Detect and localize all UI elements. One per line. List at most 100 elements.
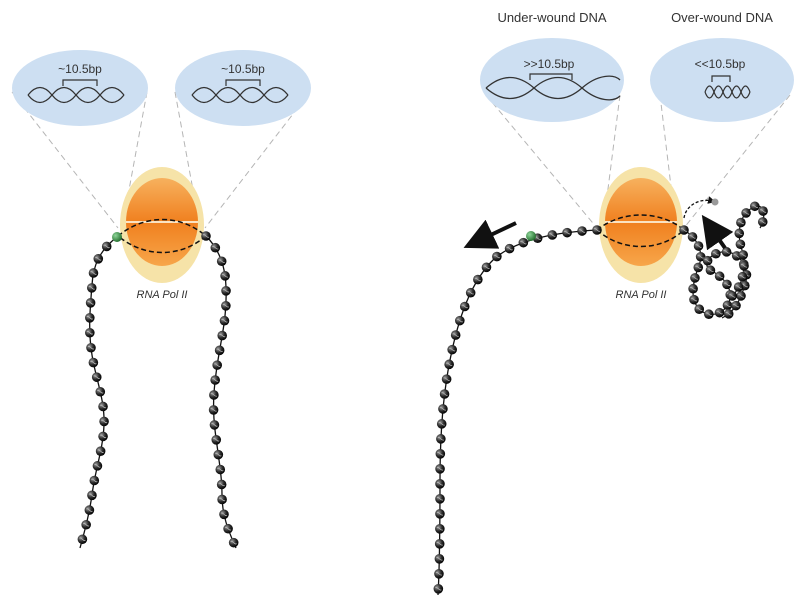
nucleosome-icon (723, 309, 734, 319)
left-rna-pol-ii (120, 167, 204, 283)
nucleosome-icon (592, 225, 602, 235)
overwound-bracket (711, 75, 731, 82)
nucleosome-icon (714, 271, 725, 282)
nucleosome-icon (95, 386, 106, 397)
nucleosome-icon (228, 537, 239, 548)
nucleosome-icon (210, 242, 221, 253)
nucleosome-icon (84, 505, 95, 515)
upstream-arrow (463, 219, 517, 249)
nucleosome-icon (434, 569, 444, 579)
nucleosome-icon (85, 298, 96, 308)
overwound-bubble (650, 38, 794, 122)
overwound-title: Over-wound DNA (671, 10, 773, 25)
nucleosome-icon (731, 300, 741, 311)
nucleosome-icon (85, 327, 95, 338)
nucleosome-icon (435, 449, 446, 459)
nucleosome-icon (101, 241, 112, 252)
nucleosome-icon (735, 239, 746, 250)
left-helix-1 (27, 86, 125, 104)
nucleosome-icon (435, 479, 445, 489)
nucleosome-icon (210, 375, 220, 385)
nucleosome-icon (433, 583, 444, 594)
nucleosome-icon (98, 431, 108, 442)
nucleosome-icon (459, 301, 470, 312)
nucleosome-icon (221, 300, 231, 311)
downstream-arrow (701, 214, 734, 251)
nucleosome-icon (450, 330, 461, 340)
nucleosome-icon (447, 344, 457, 355)
nucleosome-icon (434, 539, 445, 549)
nucleosome-icon (547, 230, 558, 240)
nucleosome-icon (758, 206, 768, 216)
nucleosome-icon (81, 519, 91, 530)
nucleosome-icon (219, 509, 229, 520)
nucleosome-icon (711, 248, 721, 259)
nucleosome-icon (85, 312, 95, 323)
left-nucleosomes (77, 231, 239, 548)
nucleosome-icon (693, 241, 704, 251)
nucleosome-icon (704, 309, 714, 320)
nucleosome-icon (91, 372, 102, 382)
nucleosome-icon (695, 251, 706, 262)
nucleosome-icon (217, 330, 228, 341)
released-nucleosome (711, 198, 719, 206)
right-panel: Under-wound DNA Over-wound DNA >>10.5bp … (433, 10, 794, 596)
nucleosome-icon (88, 268, 99, 278)
underwound-bracket (529, 73, 573, 80)
nucleosome-icon (435, 524, 445, 534)
left-panel: ~10.5bp ~10.5bp RNA Pol II (11, 50, 311, 549)
nucleosome-icon (88, 357, 99, 368)
left-pol-label: RNA Pol II (137, 289, 188, 301)
right-nucleosomes (433, 201, 768, 594)
nucleosome-icon (702, 255, 713, 266)
nucleosome-icon (757, 217, 768, 227)
nucleosome-icon (99, 416, 109, 427)
nucleosome-icon (439, 389, 450, 399)
nucleosome-icon (86, 283, 97, 293)
nucleosome-icon (435, 509, 445, 519)
nucleosome-icon (216, 479, 227, 490)
nucleosome-icon (209, 420, 220, 430)
nucleosome-icon (438, 404, 448, 414)
nucleosome-icon (492, 251, 502, 262)
twist-arrow (683, 196, 716, 219)
nucleosome-icon (465, 287, 476, 298)
nucleosome-icon (89, 475, 100, 486)
nucleosome-icon (694, 304, 705, 314)
nucleosome-icon (77, 534, 88, 545)
nucleosome-icon (87, 490, 97, 501)
nucleosome-icon (444, 359, 454, 370)
nucleosome-icon (219, 315, 230, 326)
nucleosome-icon (220, 271, 230, 281)
right-transcription-bubble (595, 214, 686, 248)
nucleosome-icon (214, 345, 225, 356)
nucleosome-icon (221, 286, 231, 296)
nucleosome-icon (739, 261, 749, 271)
nucleosome-icon (689, 294, 699, 305)
nucleosome-icon (213, 449, 224, 460)
nucleosome-icon (95, 446, 106, 456)
nucleosome-icon (705, 265, 716, 276)
nucleosome-icon (750, 201, 760, 212)
nucleosome-icon (435, 494, 445, 504)
right-fiber-upstream (437, 229, 598, 596)
nucleosome-icon (93, 254, 104, 264)
overwound-label: <<10.5bp (695, 57, 746, 71)
nucleosome-icon (741, 208, 751, 218)
overwound-helix (704, 85, 751, 99)
nucleosome-icon (434, 554, 445, 564)
nucleosome-icon (481, 262, 492, 273)
nucleosome-icon (727, 291, 738, 301)
nucleosome-icon (212, 360, 222, 370)
nucleosome-icon (693, 262, 704, 273)
right-pol-label: RNA Pol II (616, 289, 667, 301)
left-bubble-2-label: ~10.5bp (221, 62, 265, 76)
nucleosome-icon (690, 273, 700, 283)
nucleosome-icon (736, 291, 746, 301)
nucleosome-icon (722, 300, 733, 311)
underwound-bubble (480, 38, 624, 122)
nucleosome-icon (738, 250, 748, 260)
nucleosome-icon (217, 494, 227, 505)
nucleosome-icon (435, 464, 445, 474)
